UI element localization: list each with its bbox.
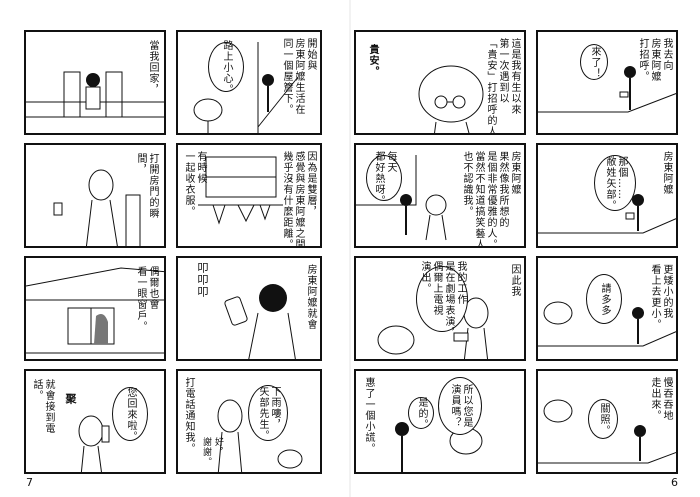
bubble-text: 每天 都好熱呀。 xyxy=(373,150,396,206)
narration: 因為是雙層， 感覺與房東阿嬤之間 幾乎沒有什麼距離。 xyxy=(281,151,316,248)
panel-R6-art xyxy=(377,297,489,359)
panel-R7-art xyxy=(538,399,676,464)
panel-R4-art xyxy=(356,155,447,241)
sfx: 好， 謝謝。 xyxy=(201,437,223,467)
panel-R4: 每天 都好熱呀。 房東阿嬤 果然像我所想的 是個非常優雅的人。 當然不知道搞笑藝… xyxy=(354,143,526,248)
narration: 房東阿嬤 果然像我所想的 是個非常優雅的人。 當然不知道搞笑藝人。 也不認識我。 xyxy=(461,151,520,248)
narration: 房東阿嬤就會 xyxy=(305,264,316,330)
panel-R7: 關照。 慢吞吞地 走出來。 xyxy=(536,369,678,474)
narration: 我去向 房東阿嬤 打招呼。 xyxy=(637,38,672,82)
panel-L4: 因為是雙層， 感覺與房東阿嬤之間 幾乎沒有什麼距離。 有時候 一起收衣服。 xyxy=(176,143,322,248)
page-gutter xyxy=(349,0,351,497)
panel-L3: 打開房門的瞬 間， xyxy=(24,143,166,248)
panel-L2: 路上小心。 開始與 房東阿嬤生活在 同一個屋簷下。 xyxy=(176,30,322,135)
sub-narration: 有時候 一起收衣服。 xyxy=(183,151,206,217)
page-number-left: 7 xyxy=(26,476,33,489)
panel-L4-art xyxy=(198,156,283,225)
bubble-text: 貴安。 xyxy=(367,44,378,77)
bubble-text: 來了！ xyxy=(589,45,600,79)
narration: 打開房門的瞬 間， xyxy=(135,153,158,219)
narration: 房東阿嬤 xyxy=(661,151,672,195)
bubble-text: 下雨嘍， 矢部先生。 xyxy=(257,385,280,441)
bubble-text-2: 是的。 xyxy=(416,396,427,430)
speech-bubble: 我的工作 是在劇場表演， 偶爾上電視 演出。 xyxy=(416,261,468,338)
panel-L3-art xyxy=(53,169,141,246)
narration: 當我回家， xyxy=(147,40,158,95)
narration: 這是我有生以來 第一次遇到以 「貴安」打招呼的人。 xyxy=(485,38,520,135)
bubble-text: 那個…… 敝姓矢部。 xyxy=(604,155,627,211)
narration: 惠了一個小謊。 xyxy=(363,377,374,454)
sfx: 叩叩叩 xyxy=(196,262,209,298)
speech-bubble: 下雨嘍， 矢部先生。 xyxy=(248,385,288,441)
panel-R1: 來了！ 我去向 房東阿嬤 打招呼。 xyxy=(536,30,678,135)
panel-L5-art xyxy=(26,267,164,354)
panel-R6: 我的工作 是在劇場表演， 偶爾上電視 演出。 因此我 xyxy=(354,256,526,361)
speech-bubble: 路上小心。 xyxy=(208,39,244,95)
speech-bubble: 請多多 xyxy=(586,274,622,324)
panel-L8-art xyxy=(217,399,303,472)
panel-R1-art xyxy=(538,66,676,113)
bubble-text: 所以您是 演員嗎？ xyxy=(449,384,472,428)
panel-R2-art xyxy=(418,65,484,133)
sfx: 聚 xyxy=(64,393,77,405)
speech-bubble: 您回來啦。 xyxy=(112,386,148,442)
right-page: 貴安。 這是我有生以來 第一次遇到以 「貴安」打招呼的人。 來了！ 我去向 房東… xyxy=(350,0,700,497)
panel-L6-art xyxy=(224,284,296,359)
panel-R5-art xyxy=(538,301,676,347)
panel-L6: 叩叩叩 房東阿嬤就會 xyxy=(176,256,322,361)
panel-L2-art xyxy=(193,42,299,133)
narration: 開始與 房東阿嬤生活在 同一個屋簷下。 xyxy=(281,38,316,115)
panel-L1: 當我回家， xyxy=(24,30,166,135)
page-number-right: 6 xyxy=(671,476,678,489)
speech-bubble: 關照。 xyxy=(588,399,618,439)
speech-bubble: 那個…… 敝姓矢部。 xyxy=(594,155,636,211)
panel-L7: 聚 您回來啦。 就會接到電 話。 xyxy=(24,369,166,474)
speech-bubble-2: 是的。 xyxy=(408,396,434,430)
narration: 打電話通知我。 xyxy=(183,377,194,454)
narration: 就會接到電 話。 xyxy=(31,379,54,434)
speech-bubble: 來了！ xyxy=(580,44,608,80)
bubble-text: 關照。 xyxy=(598,402,609,436)
narration: 慢吞吞地 走出來。 xyxy=(649,377,672,421)
panel-L7-art xyxy=(78,415,110,472)
panel-R8-art xyxy=(395,422,483,472)
bubble-text: 請多多 xyxy=(599,282,610,316)
panel-L8: 下雨嘍， 矢部先生。 好， 謝謝。 打電話通知我。 xyxy=(176,369,322,474)
panel-R8: 所以您是 演員嗎？ 是的。 惠了一個小謊。 xyxy=(354,369,526,474)
bubble-text: 我的工作 是在劇場表演， 偶爾上電視 演出。 xyxy=(419,260,466,338)
panel-L1-art xyxy=(26,71,164,118)
speech-bubble: 每天 都好熱呀。 xyxy=(366,151,402,206)
narration: 更矮小的我 看上去更小。 xyxy=(649,264,672,330)
panel-R2: 貴安。 這是我有生以來 第一次遇到以 「貴安」打招呼的人。 xyxy=(354,30,526,135)
left-page: 當我回家， 路上小心。 開始與 房東阿嬤生活在 同一個屋簷下。 打開房門的瞬 間… xyxy=(24,30,322,489)
bubble-text: 路上小心。 xyxy=(221,39,232,95)
panel-L5: 偶爾也會 看一眼窗戶。 xyxy=(24,256,166,361)
narration: 因此我 xyxy=(509,264,520,297)
panel-R3: 那個…… 敝姓矢部。 房東阿嬤 xyxy=(536,143,678,248)
panel-R5: 請多多 更矮小的我 看上去更小。 xyxy=(536,256,678,361)
speech-bubble: 所以您是 演員嗎？ xyxy=(438,377,482,435)
bubble-text: 您回來啦。 xyxy=(125,386,136,442)
narration: 偶爾也會 看一眼窗戶。 xyxy=(135,266,158,332)
panel-R3-art xyxy=(538,194,676,234)
